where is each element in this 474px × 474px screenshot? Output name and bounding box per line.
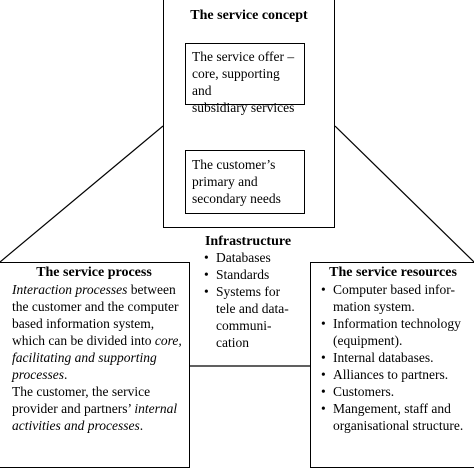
process-paragraph-2: The customer, the service provider and p… [12,383,188,434]
service-concept-title: The service concept [190,8,308,23]
resources-item-customers: Customers. [321,383,471,400]
resources-item-computer: Computer based infor-mation system. [321,281,471,315]
service-offer-box: The service offer – core, supporting and… [185,43,305,115]
resources-item-alliances: Alliances to partners. [321,366,471,383]
process-seg-4: . [64,367,68,382]
resources-item-databases: Internal databases. [321,349,471,366]
infrastructure-item-standards: Standards [204,266,314,283]
service-resources-title: The service resources [329,265,457,280]
needs-line-3: secondary needs [192,191,281,206]
offer-line-3: subsidiary services [192,100,295,115]
offer-line-2: core, supporting and [192,66,280,98]
process-seg-2: between the customer and the computer ba… [12,282,179,348]
needs-line-2: primary and [192,174,258,189]
process-seg-6: internal activities and processes [12,401,178,433]
customer-needs-box: The customer’s primary and secondary nee… [185,150,305,214]
infrastructure-title: Infrastructure [204,234,292,249]
process-seg-5: The customer, the service provider and p… [12,384,151,416]
infrastructure-item-systems: Systems for tele and data- communi- cati… [204,283,314,351]
service-process-text: Interaction processes between the custom… [12,281,188,434]
right-connector-line [334,125,474,263]
infrastructure-list: Databases Standards Systems for tele and… [204,249,314,351]
process-seg-3: core, facilitating and supporting proces… [12,333,182,382]
needs-line-1: The customer’s [192,157,276,172]
resources-item-it: Information technology(equipment). [321,315,471,349]
process-seg-1: Interaction processes [12,282,128,297]
process-seg-7: . [139,418,144,433]
left-connector-line [0,125,164,263]
offer-line-1: The service offer – [192,49,295,64]
resources-list: Computer based infor-mation system. Info… [321,281,471,434]
service-process-box [0,262,190,468]
process-paragraph-1: Interaction processes between the custom… [12,281,188,383]
service-process-title: The service process [36,265,152,280]
infrastructure-item-databases: Databases [204,249,314,266]
